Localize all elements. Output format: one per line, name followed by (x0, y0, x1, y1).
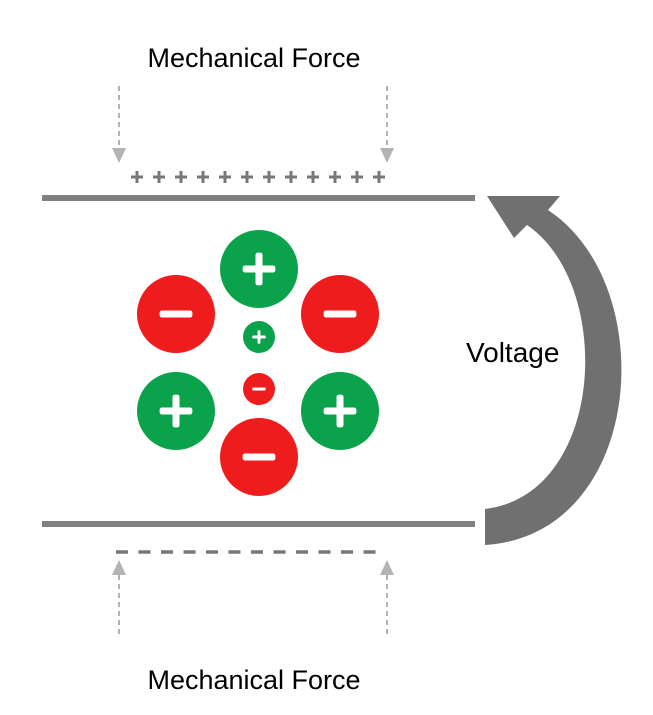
ion-large-positive-left (137, 372, 215, 450)
bottom-force-label: Mechanical Force (147, 665, 360, 695)
ion-large-positive-right (301, 372, 379, 450)
surface-charge-plus (285, 171, 297, 183)
minus-icon (159, 310, 193, 318)
surface-charge-plus (241, 171, 253, 183)
minus-icon (252, 387, 266, 391)
ions (137, 230, 379, 496)
surface-charge-plus (175, 171, 187, 183)
top-surface-charges (131, 171, 385, 183)
top-force-label: Mechanical Force (147, 43, 360, 73)
ion-large-negative-left (137, 275, 215, 353)
top-force-arrows (112, 86, 394, 163)
ion-large-negative-right (301, 275, 379, 353)
surface-charge-plus (131, 171, 143, 183)
ion-small-negative-center (243, 373, 275, 405)
voltage-arrow (485, 196, 622, 545)
bottom-force-arrows (112, 560, 394, 636)
dashed-arrow-icon (112, 560, 126, 636)
minus-icon (242, 453, 276, 461)
surface-charge-plus (329, 171, 341, 183)
surface-charge-plus (219, 171, 231, 183)
dashed-arrow-icon (380, 86, 394, 163)
surface-charge-plus (351, 171, 363, 183)
surface-charge-plus (153, 171, 165, 183)
plus-icon (336, 394, 344, 428)
ion-small-positive-center (243, 321, 275, 353)
surface-charge-plus (307, 171, 319, 183)
ion-large-negative-bottom (220, 418, 298, 496)
surface-charge-plus (373, 171, 385, 183)
voltage-label: Voltage (466, 337, 559, 368)
dashed-arrow-icon (380, 560, 394, 636)
ion-large-positive-top (220, 230, 298, 308)
surface-charge-plus (263, 171, 275, 183)
plus-icon (172, 394, 180, 428)
surface-charge-plus (197, 171, 209, 183)
minus-icon (323, 310, 357, 318)
curved-arrow-icon (485, 196, 622, 545)
plus-icon (257, 330, 261, 344)
dashed-arrow-icon (112, 86, 126, 163)
plus-icon (255, 252, 263, 286)
